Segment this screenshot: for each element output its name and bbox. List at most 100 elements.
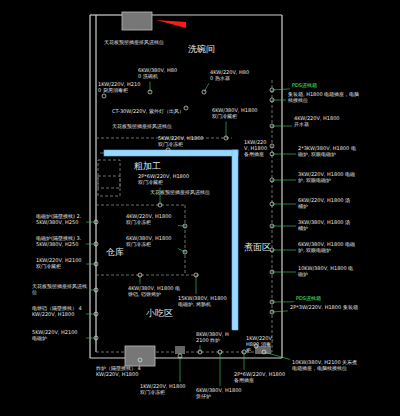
leader-line — [272, 126, 292, 127]
leader-line — [272, 154, 296, 155]
leader-line — [140, 275, 141, 284]
socket-symbol — [158, 203, 162, 207]
leader-line — [272, 180, 296, 181]
leader-line — [272, 204, 296, 205]
socket-symbol — [262, 350, 266, 354]
socket-symbol — [194, 273, 198, 277]
equipment-note: 1KW/220V, H1800 备用插座 — [244, 140, 270, 157]
equipment-note: 1KW/220V, H2100 双门冷藏柜 — [36, 258, 84, 270]
equipment-note: 5KW/220V, H2100 电磁炉 — [32, 330, 84, 342]
equipment-note: 集装箱, H1800 电箱插座，电脑线接线位 — [288, 92, 360, 104]
leader-line — [272, 311, 288, 312]
equipment-note: 4KW/380V, H1800 电饼铛, 铛饼烤炉 — [128, 286, 182, 298]
equipment-note: PDS进线箱 — [292, 83, 317, 89]
socket-symbol — [94, 312, 98, 316]
leader-line — [104, 95, 105, 97]
leader-line — [86, 314, 96, 315]
socket-symbol — [270, 98, 274, 102]
socket-symbol — [102, 94, 106, 98]
socket-symbol — [202, 90, 206, 94]
leader-line — [180, 356, 181, 382]
socket-symbol — [270, 144, 274, 148]
leader-line — [200, 346, 201, 353]
room-name: 洗碗间 — [188, 44, 215, 54]
equipment-note: 天花板预留插座排风进线位 — [150, 190, 260, 196]
socket-symbol — [270, 310, 274, 314]
socket-symbol — [270, 88, 274, 92]
socket-symbol — [183, 250, 187, 254]
equipment-note: 4KW/220V, H800 热水器 — [210, 70, 252, 82]
socket-symbol — [94, 242, 98, 246]
equipment-note: 6KW/380V, H1800 双门冷冻柜 — [126, 236, 176, 248]
leader-line — [272, 89, 290, 90]
leader-line — [90, 290, 96, 291]
room-name: 粗加工 — [134, 161, 161, 171]
leader-line — [272, 250, 296, 251]
socket-symbol — [270, 178, 274, 182]
socket-symbol — [183, 224, 187, 228]
leader-line — [186, 107, 187, 108]
equipment-note: PDS进线箱 — [296, 296, 321, 302]
socket-symbol — [184, 106, 188, 110]
socket-symbol — [94, 262, 98, 266]
socket-symbol — [138, 358, 142, 362]
socket-symbol — [94, 288, 98, 292]
socket-symbol — [198, 350, 202, 354]
equipment-note: 1KW/220V, H1800 双门冷冻柜 — [140, 384, 190, 396]
equipment-note: 3KW/380V, H1800 汤桶炉 — [298, 220, 354, 232]
leader-line — [86, 222, 96, 223]
room-name: 小吃区 — [146, 308, 173, 318]
equipment-note: 6KW/380V, H1800 双门冷藏柜 — [212, 108, 262, 120]
leader-line — [220, 352, 221, 386]
socket-symbol — [148, 90, 152, 94]
leader-line — [168, 149, 169, 151]
leader-line — [264, 352, 290, 359]
leader-line — [178, 225, 185, 226]
equipment-note: 10KW/380V, H2100 关东煮 电箱插座，电脑线接线位 — [292, 360, 362, 372]
equipment-note: 炸炉（隔壁接线） 4KW/220V, H1800 — [96, 366, 144, 378]
equipment-note: 1KW/220V, H2100 厨房消毒柜 — [98, 82, 142, 94]
socket-symbol — [94, 220, 98, 224]
socket-symbol — [270, 224, 274, 228]
equipment-note: 4KW/220V, H1800 双门冷冻柜 — [126, 214, 176, 226]
leader-line — [272, 272, 296, 273]
leader-line — [150, 82, 151, 93]
socket-symbol — [166, 148, 170, 152]
equipment-note: 5KW/220V, H1800 双门冷冻柜 — [158, 136, 204, 148]
socket-symbol — [270, 270, 274, 274]
equipment-note: 2P*6W/220V, H1800 备用插座 — [234, 372, 288, 384]
socket-symbol — [178, 354, 182, 358]
equipment-note: CT-30W/220V, 紫外灯（出风） — [112, 109, 208, 115]
leader-line — [272, 301, 294, 302]
equipment-note: 1KW/220V, H800 消毒柜 — [246, 336, 274, 353]
room-name: 仓库 — [106, 247, 124, 257]
equipment-note: 2P*6W/220V, H1800 双门冷藏柜 — [138, 174, 194, 186]
leader-line — [86, 244, 96, 245]
equipment-note: 天花板预留插座排风进线位 — [32, 284, 88, 296]
socket-symbol — [242, 350, 246, 354]
leader-line — [86, 338, 96, 339]
equipment-note: 电饼铛（隔壁接线） 4KW/220V, H1800 — [32, 306, 84, 318]
leader-line — [204, 83, 209, 92]
equipment-note: 电磁炉(隔壁接线) 2.5KW/380V, H250 — [36, 214, 84, 226]
equipment-note: 10KW/380V, H1800 电磁炉 — [298, 266, 354, 278]
leader-line — [226, 122, 227, 139]
equipment-note: 天花板预留插座排风进线位 — [112, 124, 222, 130]
socket-symbol — [94, 336, 98, 340]
equipment-note: 15KW/380V, H1800 电磁炉, 烤肠机 — [178, 296, 228, 308]
socket-symbol — [270, 202, 274, 206]
equipment-note: 2*3KW/380V, H1800 电磁炉, 双眼电磁炉 — [298, 146, 360, 158]
equipment-note: 6KW/380V, H1800 煲仔炉 — [196, 388, 248, 400]
equipment-note: 电磁炉(隔壁接线) 3.5KW/380V, H250 — [36, 236, 84, 248]
equipment-note: 6KW/220V, H1800 汤桶炉 — [298, 198, 354, 210]
leader-line — [244, 352, 245, 370]
socket-symbol — [138, 273, 142, 277]
equipment-note: 3KW/220V, H1800 电磁炉, 双眼电磁炉 — [298, 172, 360, 184]
equipment-note: 8KW/380V, H2100 炸炉 — [196, 332, 230, 344]
equipment-note: 6KW/380V, H800 洗碗机 — [138, 68, 180, 80]
socket-symbol — [270, 300, 274, 304]
leader-line — [196, 275, 197, 294]
socket-symbol — [270, 152, 274, 156]
